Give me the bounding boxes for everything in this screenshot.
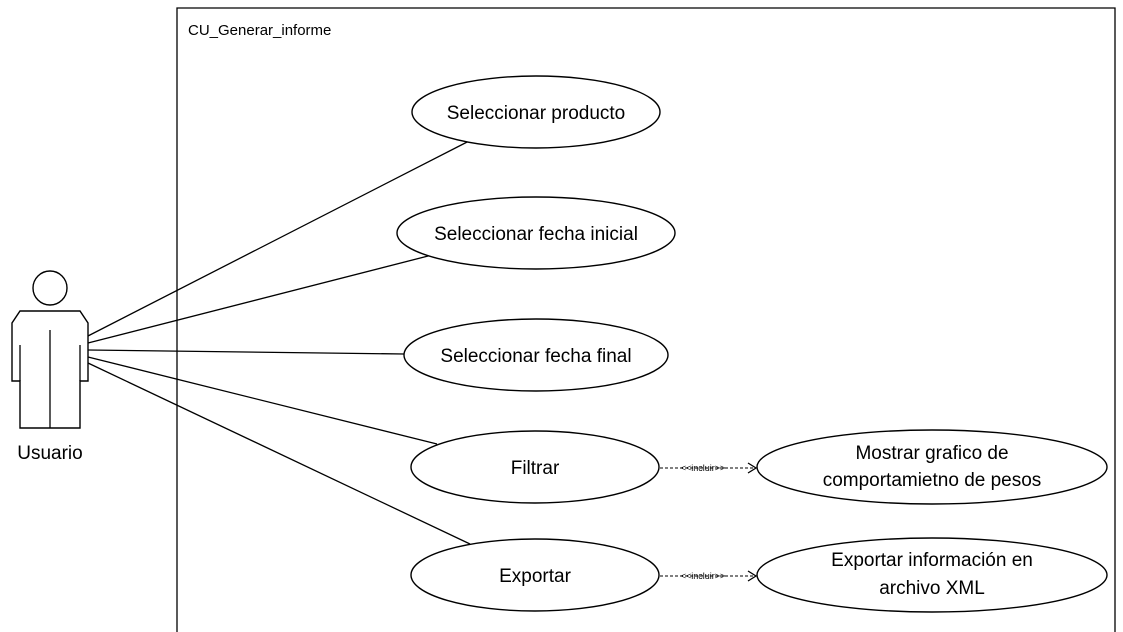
association-select-product (85, 138, 474, 338)
use-case-export-xml-shape[interactable] (756, 537, 1108, 613)
use-case-select-start-date-shape[interactable] (396, 196, 676, 270)
use-case-select-product[interactable]: Seleccionar producto (411, 75, 661, 149)
associations (85, 138, 474, 545)
use-case-select-end-date[interactable]: Seleccionar fecha final (403, 318, 669, 392)
use-case-export-label: Exportar (499, 566, 571, 587)
include-export-stereotype: <<incluir>> (681, 571, 726, 581)
use-case-select-product-label: Seleccionar producto (447, 103, 626, 124)
association-filter (87, 356, 438, 445)
system-boundary-title: CU_Generar_informe (188, 22, 331, 39)
use-case-export-xml-label-line1: Exportar información en (831, 550, 1033, 571)
use-case-show-chart-label-line2: comportamietno de pesos (823, 470, 1042, 491)
actor-name: Usuario (17, 443, 82, 464)
actor-head (32, 270, 68, 306)
use-case-select-end-date-label: Seleccionar fecha final (440, 346, 631, 367)
include-filter-arrowhead (747, 462, 758, 474)
use-case-filter-shape[interactable] (410, 430, 660, 504)
association-select-start-date (87, 254, 433, 344)
use-case-filter-label: Filtrar (511, 458, 560, 479)
use-case-show-chart[interactable]: Mostrar grafico de comportamietno de pes… (756, 429, 1108, 505)
use-case-export-shape[interactable] (410, 538, 660, 612)
use-case-filter[interactable]: Filtrar (410, 430, 660, 504)
use-case-export-xml[interactable]: Exportar información en archivo XML (756, 537, 1108, 613)
include-export: <<incluir>> (660, 570, 758, 582)
use-case-export-xml-label-line2: archivo XML (879, 578, 985, 599)
use-case-export[interactable]: Exportar (410, 538, 660, 612)
use-case-select-end-date-shape[interactable] (403, 318, 669, 392)
use-case-select-product-shape[interactable] (411, 75, 661, 149)
use-case-select-start-date[interactable]: Seleccionar fecha inicial (396, 196, 676, 270)
include-export-arrowhead (747, 570, 758, 582)
use-case-show-chart-label-line1: Mostrar grafico de (855, 443, 1008, 464)
include-filter: <<incluir>> (660, 462, 758, 474)
association-export (87, 362, 471, 545)
use-case-select-start-date-label: Seleccionar fecha inicial (434, 224, 638, 245)
include-filter-stereotype: <<incluir>> (681, 463, 726, 473)
association-select-end-date (87, 349, 405, 355)
actor-usuario: Usuario (11, 270, 89, 464)
use-case-show-chart-shape[interactable] (756, 429, 1108, 505)
